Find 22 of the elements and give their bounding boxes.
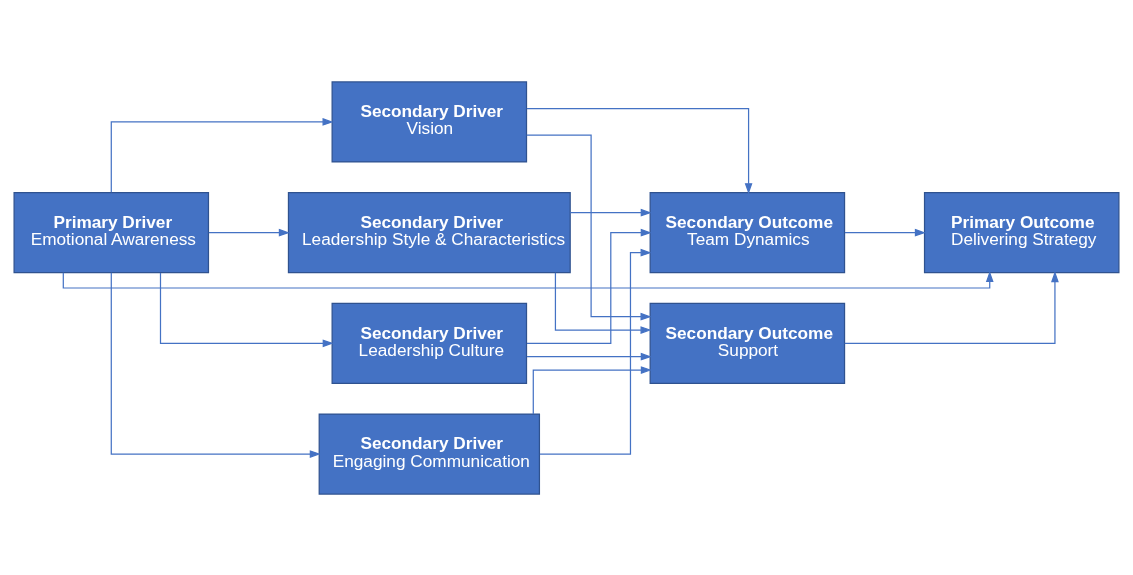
- arrow: [526, 107, 753, 194]
- arrow: [526, 352, 652, 361]
- arrow: [159, 271, 334, 347]
- arrow: [539, 248, 652, 455]
- arrow: [110, 117, 334, 193]
- node-box: Primary Driver Emotional Awareness: [13, 191, 210, 273]
- node-box: Secondary Outcome Support: [649, 302, 846, 384]
- arrow: [526, 228, 652, 344]
- node-box: Secondary Driver Engaging Communication: [318, 413, 541, 495]
- arrow: [844, 228, 926, 236]
- arrow: [569, 208, 652, 217]
- arrow: [208, 228, 290, 236]
- node-box: Secondary Driver Vision: [331, 80, 528, 162]
- arrow: [554, 271, 652, 334]
- node-box: Secondary Driver Leadership Culture: [331, 302, 528, 384]
- arrow: [110, 271, 321, 458]
- arrow: [526, 134, 652, 321]
- arrow: [844, 270, 1059, 344]
- node-box: Primary Outcome Delivering Strategy: [923, 191, 1120, 273]
- node-box: Secondary Driver Leadership Style & Characteristics: [287, 191, 571, 273]
- node-box: Secondary Outcome Team Dynamics: [649, 191, 846, 273]
- arrow: [532, 365, 652, 415]
